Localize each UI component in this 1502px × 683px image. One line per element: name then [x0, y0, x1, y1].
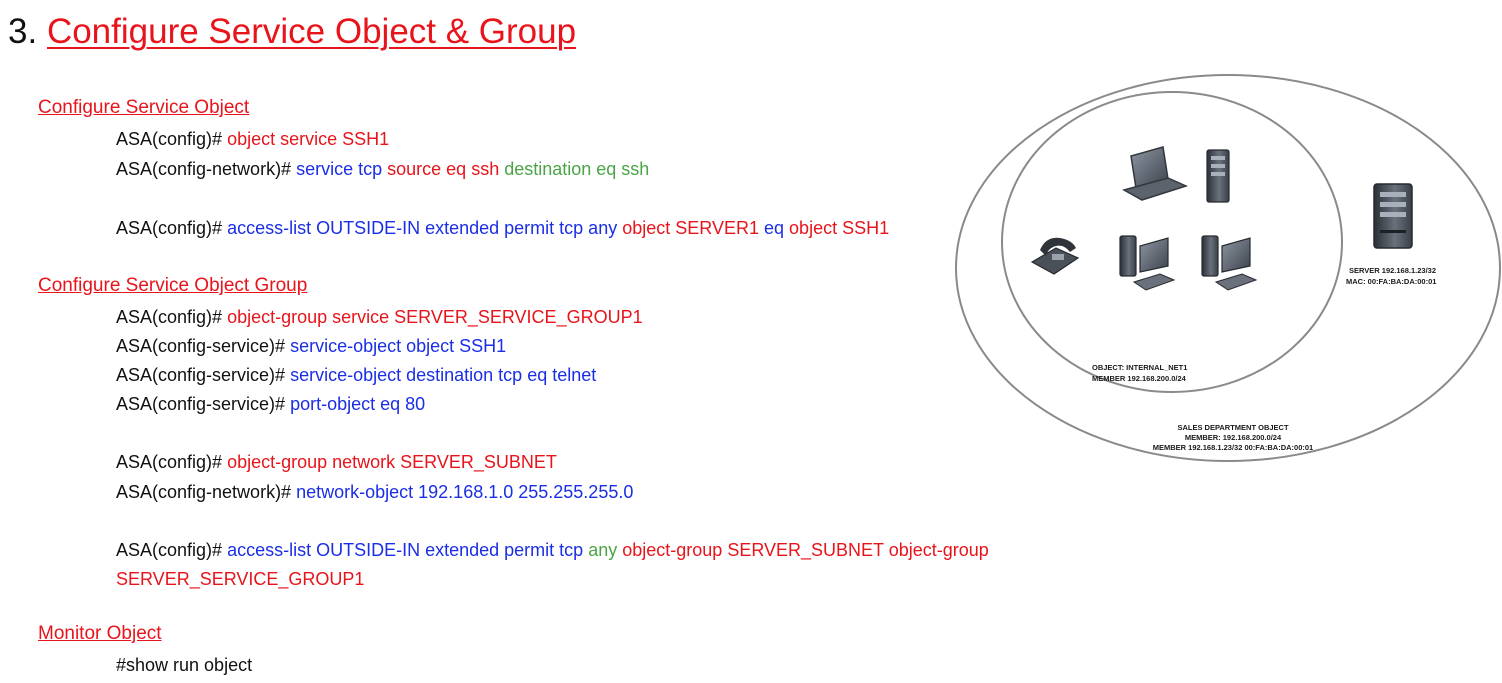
cmd-access-list-group-continued: SERVER_SERVICE_GROUP1	[116, 568, 364, 590]
prompt: ASA(config-service)#	[116, 394, 286, 414]
cmd-text: access-list OUTSIDE-IN extended permit t…	[227, 218, 618, 238]
cmd-service-object-ssh1: ASA(config-service)# service-object obje…	[116, 335, 506, 357]
cmd-text: service-object object SSH1	[290, 336, 507, 356]
prompt: ASA(config)#	[116, 452, 223, 472]
cmd-text: SERVER_SERVICE_GROUP1	[116, 569, 365, 589]
cmd-service-tcp: ASA(config-network)# service tcp source …	[116, 158, 649, 180]
cmd-object-group-service: ASA(config)# object-group service SERVER…	[116, 306, 643, 328]
cmd-text: eq	[764, 218, 785, 238]
prompt: ASA(config-network)#	[116, 159, 292, 179]
prompt: ASA(config)#	[116, 307, 223, 327]
cmd-text: access-list OUTSIDE-IN extended permit t…	[227, 540, 584, 560]
page-title: 3. Configure Service Object & Group	[8, 12, 576, 52]
cmd-text: any	[588, 540, 618, 560]
cmd-text: object-group service SERVER_SERVICE_GROU…	[227, 307, 643, 327]
cmd-text: object-group SERVER_SUBNET object-group	[622, 540, 989, 560]
outer-object-label-member-net: MEMBER: 192.168.200.0/24	[1185, 433, 1282, 442]
cmd-text: port-object eq 80	[290, 394, 426, 414]
server-icon	[1373, 183, 1413, 249]
cmd-text: object SERVER1	[622, 218, 759, 238]
phone-icon	[1030, 237, 1080, 275]
cmd-object-service: ASA(config)# object service SSH1	[116, 128, 389, 150]
heading-configure-service-object-group: Configure Service Object Group	[38, 275, 308, 296]
cmd-text: destination eq ssh	[504, 159, 650, 179]
cmd-service-object-telnet: ASA(config-service)# service-object dest…	[116, 364, 596, 386]
cmd-text: source eq ssh	[387, 159, 500, 179]
cmd-text: service-object destination tcp eq telnet	[290, 365, 597, 385]
cmd-text: object service SSH1	[227, 129, 390, 149]
cmd-text: object-group network SERVER_SUBNET	[227, 452, 557, 472]
prompt: ASA(config)#	[116, 218, 223, 238]
laptop-icon	[1122, 146, 1189, 201]
outer-object-label-name: SALES DEPARTMENT OBJECT	[1177, 423, 1289, 432]
internal-net-ellipse	[1001, 91, 1343, 393]
heading-configure-service-object: Configure Service Object	[38, 97, 250, 118]
title-text: Configure Service Object & Group	[46, 12, 577, 51]
cmd-object-group-network: ASA(config)# object-group network SERVER…	[116, 451, 557, 473]
cmd-show-run-object: #show run object	[116, 655, 253, 675]
server-label-mac: MAC: 00:FA:BA:DA:00:01	[1346, 277, 1436, 286]
sales-department-ellipse	[955, 74, 1501, 462]
prompt: ASA(config)#	[116, 540, 223, 560]
heading-monitor-object: Monitor Object	[38, 623, 162, 644]
prompt: ASA(config-service)#	[116, 336, 286, 356]
cmd-text: network-object 192.168.1.0 255.255.255.0	[296, 482, 634, 502]
prompt: ASA(config-network)#	[116, 482, 292, 502]
prompt: ASA(config-service)#	[116, 365, 286, 385]
inner-object-label-member: MEMBER 192.168.200.0/24	[1092, 374, 1187, 383]
cmd-access-list-ssh1: ASA(config)# access-list OUTSIDE-IN exte…	[116, 217, 889, 239]
cmd-access-list-group: ASA(config)# access-list OUTSIDE-IN exte…	[116, 539, 989, 561]
server-tower-icon	[1206, 149, 1230, 203]
cmd-port-object: ASA(config-service)# port-object eq 80	[116, 393, 425, 415]
cmd-network-object: ASA(config-network)# network-object 192.…	[116, 481, 633, 503]
outer-object-label-member-host: MEMBER 192.168.1.23/32 00:FA:BA:DA:00:01	[1153, 443, 1313, 452]
workstation-icon	[1201, 235, 1258, 291]
workstation-icon	[1119, 235, 1176, 291]
cmd-text: object SSH1	[789, 218, 890, 238]
cmd-text: service tcp	[296, 159, 383, 179]
server-label-address: SERVER 192.168.1.23/32	[1349, 266, 1436, 275]
title-number: 3.	[8, 12, 38, 51]
inner-object-label-name: OBJECT: INTERNAL_NET1	[1092, 363, 1187, 372]
prompt: ASA(config)#	[116, 129, 223, 149]
